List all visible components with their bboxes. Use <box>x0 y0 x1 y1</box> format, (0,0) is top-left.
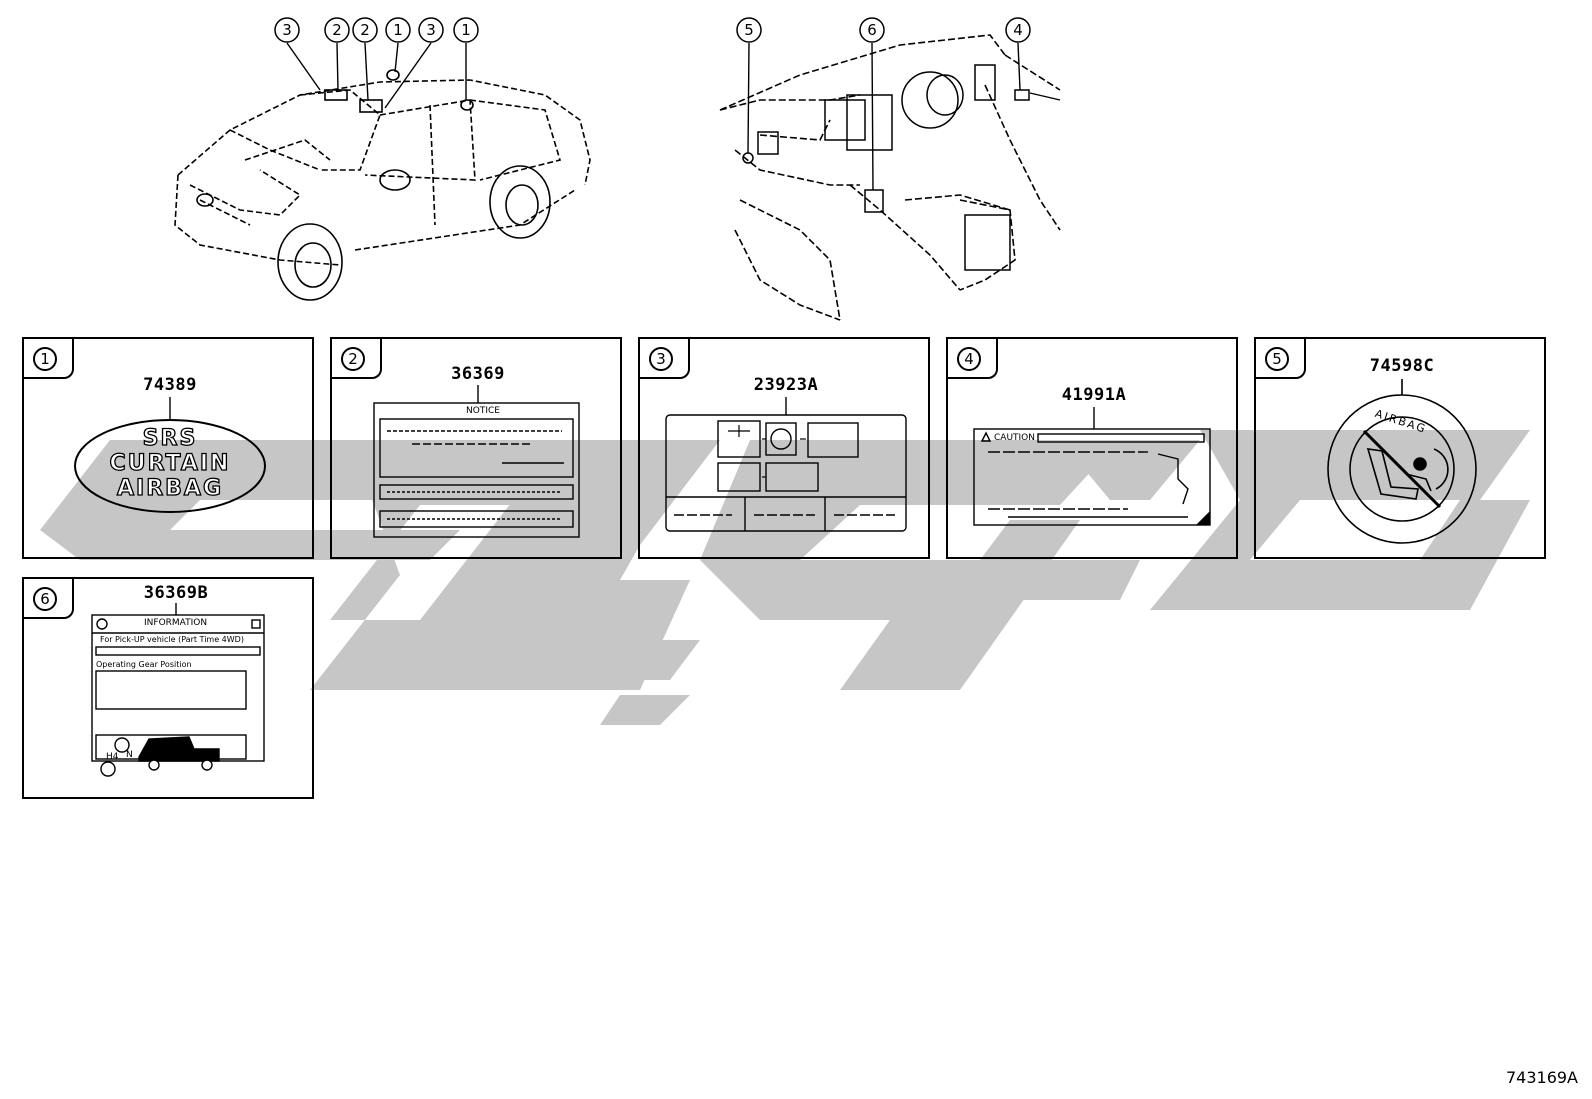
info-sub: Operating Gear Position <box>96 660 192 669</box>
shift-mark-n: N <box>126 750 133 760</box>
interior-callout-2: 6 <box>867 21 877 39</box>
panel-2-index-badge: 2 <box>332 339 382 379</box>
truck-callout-5: 3 <box>426 21 436 39</box>
caution-label-drawing <box>973 407 1211 526</box>
panel-6-index-badge: 6 <box>24 579 74 619</box>
label-panel-3: 3 23923A <box>638 337 930 559</box>
info-title: INFORMATION <box>144 618 208 628</box>
curtain-line: CURTAIN <box>109 450 231 476</box>
panel-5-index-badge: 5 <box>1256 339 1306 379</box>
panel-1-index-badge: 1 <box>24 339 74 379</box>
notice-label-drawing <box>373 385 580 538</box>
panel-3-part-number: 23923A <box>753 375 819 395</box>
shift-mark-h4: H4 <box>106 752 119 762</box>
pictogram-label-drawing <box>665 397 907 532</box>
label-panel-4: 4 41991A CAUTION <box>946 337 1238 559</box>
panel-3-index-badge: 3 <box>640 339 690 379</box>
truck-callout-6: 1 <box>461 21 471 39</box>
truck-callout-2: 2 <box>332 21 342 39</box>
panel-4-part-number: 41991A <box>1061 385 1127 405</box>
notice-title: NOTICE <box>466 406 500 416</box>
information-label-drawing <box>91 603 265 777</box>
label-panel-6: 6 36369B INFORMATION For Pick-UP vehicle… <box>22 577 314 799</box>
label-panel-5: 5 74598C AIRBAG <box>1254 337 1546 559</box>
info-line: For Pick-UP vehicle (Part Time 4WD) <box>100 635 244 644</box>
panel-1-part-number: 74389 <box>143 375 197 395</box>
srs-line: SRS <box>142 425 198 451</box>
truck-callout-1: 3 <box>282 21 292 39</box>
diagram-code: 743169A <box>1505 1068 1578 1087</box>
interior-callout-3: 4 <box>1013 21 1023 39</box>
panel-2-part-number: 36369 <box>451 364 505 384</box>
panel-4-index-badge: 4 <box>948 339 998 379</box>
caution-title: CAUTION <box>994 433 1035 443</box>
truck-callout-3: 2 <box>360 21 370 39</box>
truck-callout-4: 1 <box>393 21 403 39</box>
no-child-seat-airbag-sticker <box>1327 379 1477 544</box>
interior-callout-1: 5 <box>744 21 754 39</box>
panel-6-part-number: 36369B <box>143 583 209 603</box>
label-panel-2: 2 36369 NOTICE <box>330 337 622 559</box>
srs-curtain-airbag-emblem <box>74 397 266 513</box>
label-panel-1: 1 74389 SRS CURTAIN AIRBAG <box>22 337 314 559</box>
panel-5-part-number: 74598C <box>1369 356 1435 376</box>
airbag-line: AIRBAG <box>116 475 224 501</box>
